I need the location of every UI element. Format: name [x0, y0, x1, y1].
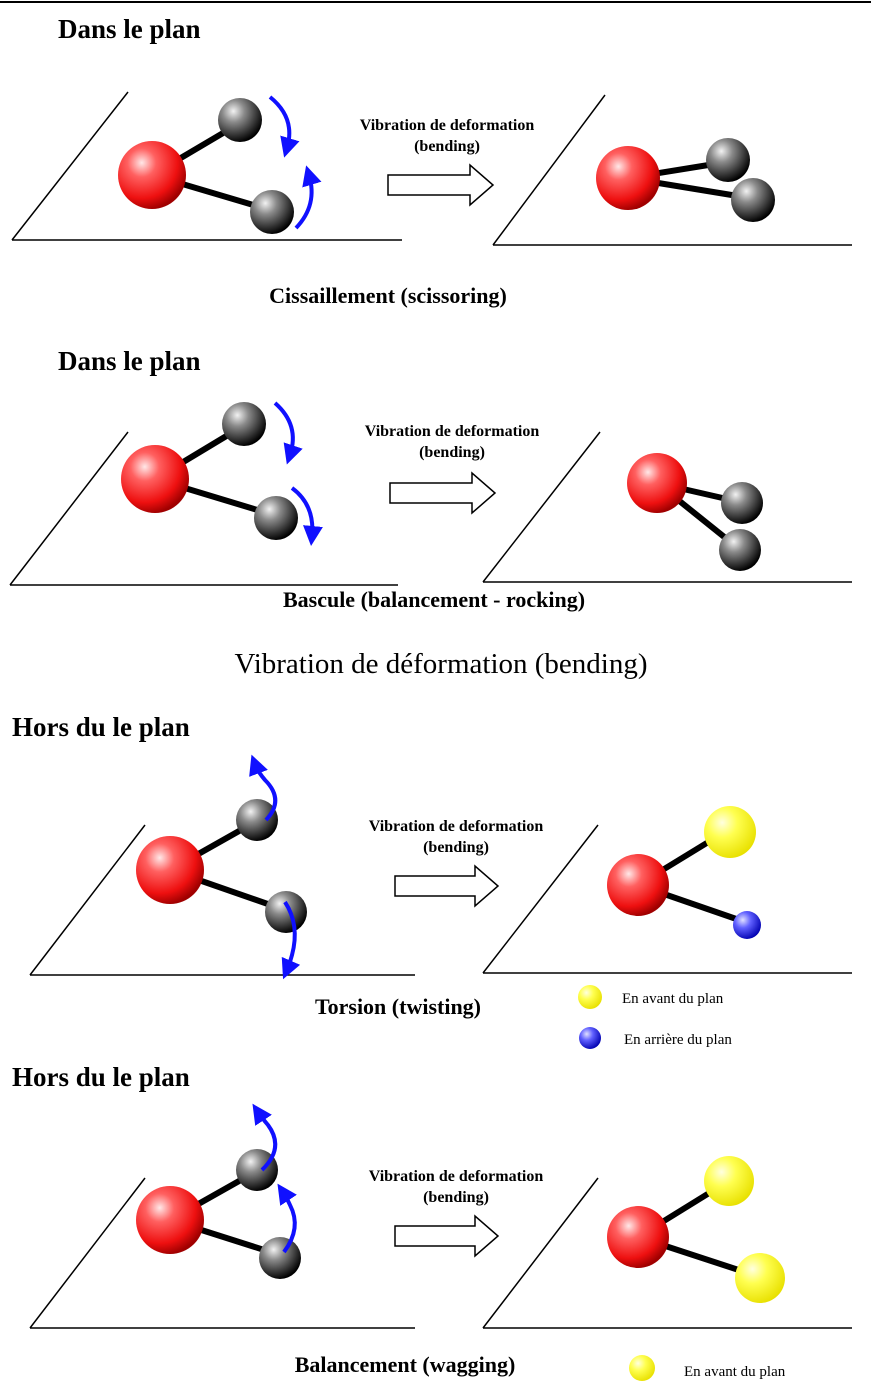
central-atom — [118, 141, 186, 209]
motion-arrow-icon — [249, 754, 278, 822]
outer-atom — [719, 529, 761, 571]
in-front-legend-icon — [629, 1355, 655, 1381]
motion-arrow-icon — [277, 1183, 297, 1254]
outer-atom — [222, 402, 266, 446]
section-caption: Balancement (wagging) — [295, 1352, 516, 1377]
plane-left — [29, 1177, 415, 1329]
outer-atom — [721, 482, 763, 524]
outer-atom — [731, 178, 775, 222]
section-heading: Hors du le plan — [12, 1062, 190, 1092]
behind-atom — [733, 911, 761, 939]
section-scissoring: Dans le plan Vibration de deformation (b… — [11, 14, 852, 308]
motion-arrow-icon — [294, 165, 322, 230]
transition-arrow-icon — [389, 471, 497, 515]
motion-arrow-icon — [281, 900, 301, 980]
arrow-label: Vibration de deformation — [360, 117, 535, 134]
plane-right — [482, 824, 852, 974]
section-caption: Torsion (twisting) — [315, 994, 481, 1019]
motion-arrow-icon — [252, 1103, 278, 1172]
outer-atom — [254, 496, 298, 540]
section-twisting: Hors du le plan Vibration de deformation… — [12, 712, 852, 1049]
molecule-right — [607, 806, 761, 939]
plane-right — [482, 431, 852, 583]
arrow-label: Vibration de deformation — [369, 818, 544, 835]
motion-arrow-icon — [273, 401, 303, 465]
central-atom — [121, 445, 189, 513]
central-atom — [136, 1186, 204, 1254]
arrow-label: (bending) — [423, 839, 489, 856]
plane-left — [9, 431, 398, 586]
molecule-right — [627, 453, 763, 571]
section-heading: Hors du le plan — [12, 712, 190, 742]
legend: En avant du plan — [629, 1355, 786, 1381]
outer-atom — [265, 891, 307, 933]
outer-atom — [236, 1149, 278, 1191]
molecule-right — [596, 138, 775, 222]
plane-left — [29, 824, 415, 976]
legend-label: En avant du plan — [684, 1364, 786, 1380]
arrow-label: (bending) — [423, 1189, 489, 1206]
central-atom — [596, 146, 660, 210]
molecule-right — [607, 1156, 785, 1303]
transition-arrow-icon — [387, 163, 495, 207]
behind-legend-icon — [579, 1027, 601, 1049]
in-front-legend-icon — [578, 985, 602, 1009]
central-atom — [627, 453, 687, 513]
arrow-label: (bending) — [419, 444, 485, 461]
central-atom — [136, 836, 204, 904]
legend-label: En avant du plan — [622, 991, 724, 1007]
motion-arrow-icon — [268, 95, 300, 158]
outer-atom — [218, 98, 262, 142]
center-title: Vibration de déformation (bending) — [235, 648, 648, 680]
legend-label: En arrière du plan — [624, 1032, 732, 1048]
section-caption: Bascule (balancement - rocking) — [283, 587, 585, 612]
section-heading: Dans le plan — [58, 14, 201, 44]
outer-atom — [250, 190, 294, 234]
legend: En avant du plan En arrière du plan — [578, 985, 732, 1049]
outer-atom — [236, 799, 278, 841]
central-atom — [607, 1206, 669, 1268]
arrow-label: Vibration de deformation — [369, 1168, 544, 1185]
central-atom — [607, 854, 669, 916]
plane-right — [482, 1177, 852, 1329]
motion-arrow-icon — [290, 486, 323, 546]
molecule-left — [121, 401, 323, 546]
arrow-label: (bending) — [414, 138, 480, 155]
transition-arrow-icon — [394, 1214, 500, 1258]
molecule-left — [118, 95, 322, 234]
outer-atom — [259, 1237, 301, 1279]
section-wagging: Hors du le plan Vibration de deformation… — [12, 1062, 852, 1381]
plane-left — [11, 91, 402, 241]
transition-arrow-icon — [394, 864, 500, 908]
in-front-atom — [735, 1253, 785, 1303]
section-rocking: Dans le plan Vibration de deformation (b… — [9, 346, 852, 612]
plane-right — [492, 94, 852, 246]
outer-atom — [706, 138, 750, 182]
in-front-atom — [704, 806, 756, 858]
arrow-label: Vibration de deformation — [365, 423, 540, 440]
molecule-left — [136, 754, 307, 980]
in-front-atom — [704, 1156, 754, 1206]
molecule-left — [136, 1103, 301, 1279]
section-caption: Cissaillement (scissoring) — [269, 283, 507, 308]
section-heading: Dans le plan — [58, 346, 201, 376]
